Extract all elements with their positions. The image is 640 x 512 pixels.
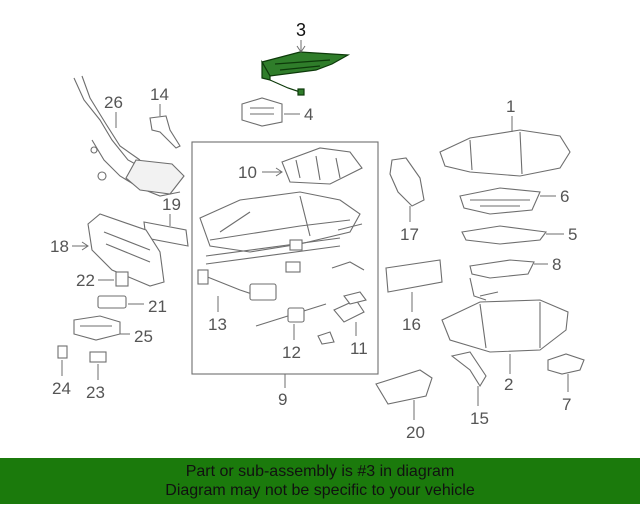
callout-21: 21 xyxy=(148,297,167,316)
part-1[interactable] xyxy=(439,129,571,177)
callout-4: 4 xyxy=(304,105,313,124)
callout-1: 1 xyxy=(506,97,515,116)
callout-10: 10 xyxy=(238,163,257,182)
banner-line-2: Diagram may not be specific to your vehi… xyxy=(165,482,475,499)
callout-24: 24 xyxy=(52,379,71,398)
part-23[interactable] xyxy=(89,351,107,363)
callout-18: 18 xyxy=(50,237,69,256)
adjuster-small-parts xyxy=(197,223,365,285)
callout-13: 13 xyxy=(208,315,227,334)
callout-18-leader xyxy=(72,241,89,251)
part-22[interactable] xyxy=(115,271,129,287)
part-17[interactable] xyxy=(389,157,425,207)
part-25[interactable] xyxy=(73,315,121,341)
callout-2: 2 xyxy=(504,375,513,394)
banner-line-1: Part or sub-assembly is #3 in diagram xyxy=(185,463,455,480)
callout-10-leader xyxy=(262,167,283,177)
part-24[interactable] xyxy=(57,345,68,359)
part-4[interactable] xyxy=(241,97,283,127)
part-21[interactable] xyxy=(97,295,127,309)
part-12[interactable] xyxy=(255,303,327,327)
info-banner: Part or sub-assembly is #3 in diagram Di… xyxy=(0,458,640,504)
callout-20: 20 xyxy=(406,423,425,442)
part-6[interactable] xyxy=(459,187,541,215)
callout-15: 15 xyxy=(470,409,489,428)
callout-8: 8 xyxy=(552,255,561,274)
callout-14: 14 xyxy=(150,85,169,104)
callout-23: 23 xyxy=(86,383,105,402)
callout-6: 6 xyxy=(560,187,569,206)
part-2[interactable] xyxy=(441,299,569,353)
callout-25: 25 xyxy=(134,327,153,346)
callout-3: 3 xyxy=(296,20,306,40)
callout-11: 11 xyxy=(350,339,368,358)
part-16[interactable] xyxy=(385,259,443,293)
part-26[interactable] xyxy=(73,75,185,197)
callout-17: 17 xyxy=(400,225,419,244)
part-15[interactable] xyxy=(450,351,487,388)
callout-5: 5 xyxy=(568,225,577,244)
part-20[interactable] xyxy=(375,369,433,405)
part-14[interactable] xyxy=(149,115,181,149)
callout-16: 16 xyxy=(402,315,421,334)
callout-9: 9 xyxy=(278,390,287,409)
part-7[interactable] xyxy=(547,353,585,375)
callout-22: 22 xyxy=(76,271,95,290)
callout-3-leader xyxy=(296,40,306,53)
callout-26: 26 xyxy=(104,93,123,112)
seat-parts-diagram: 3 4 26 14 1 6 5 xyxy=(50,20,585,442)
part-18[interactable] xyxy=(87,213,165,287)
callout-7: 7 xyxy=(562,395,571,414)
callout-19: 19 xyxy=(162,195,181,214)
part-11[interactable] xyxy=(317,291,367,345)
part-3-highlighted[interactable] xyxy=(261,51,351,96)
part-5[interactable] xyxy=(461,225,548,245)
callout-12: 12 xyxy=(282,343,301,362)
part-9-frame[interactable] xyxy=(199,191,361,265)
part-8[interactable] xyxy=(469,259,535,301)
part-10[interactable] xyxy=(281,147,363,185)
part-13[interactable] xyxy=(199,273,277,301)
